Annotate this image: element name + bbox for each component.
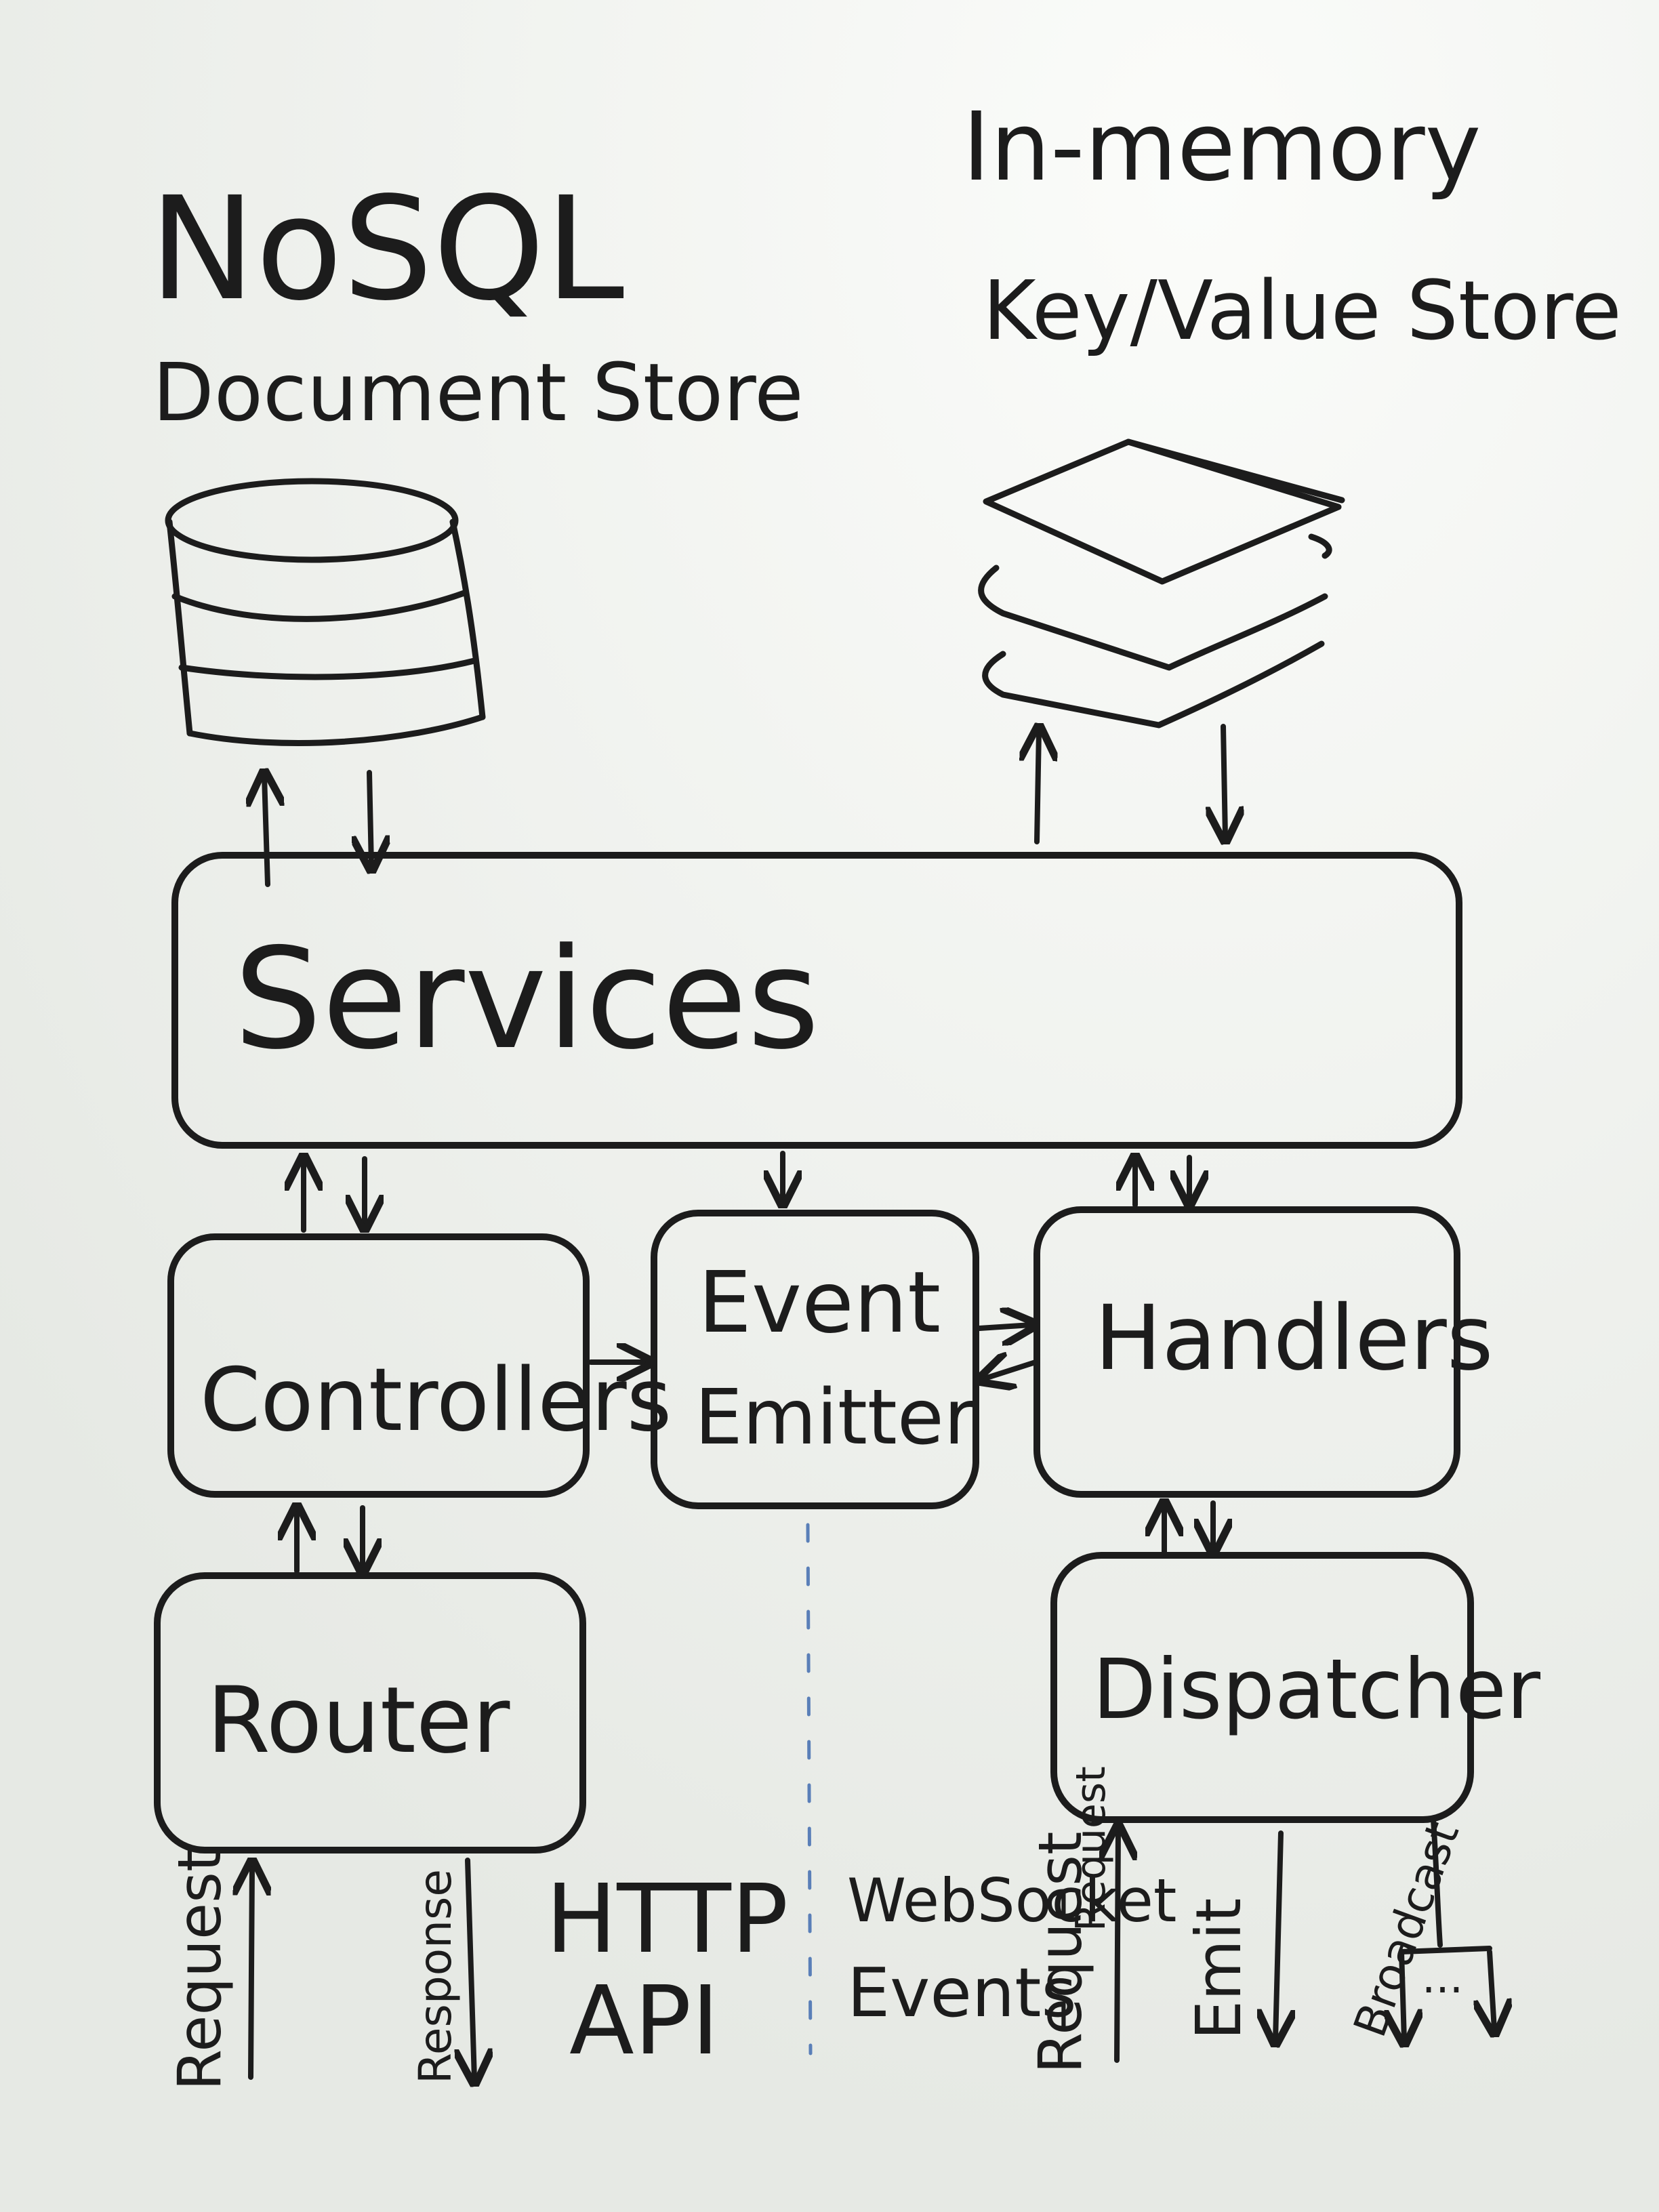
- controllers-label: Controllers: [200, 1350, 672, 1451]
- ws-request-upper-label: Request: [1067, 1766, 1115, 1931]
- emit-label: Emit: [1183, 1898, 1255, 2040]
- connector-arrows: [251, 726, 1494, 2079]
- broadcast-fork: [1399, 1817, 1492, 1954]
- document-store-label: Document Store: [152, 346, 804, 439]
- broadcast-ellipsis: ...: [1422, 1953, 1463, 2003]
- dispatcher-box: [1050, 1552, 1474, 1823]
- arrow-database-to-services: [369, 770, 371, 866]
- services-box: [171, 852, 1462, 1149]
- arrow-handlers-to-event-emitter: [983, 1362, 1038, 1379]
- websocket-events-label-line2: Events: [847, 1953, 1077, 2032]
- database-icon: [165, 478, 486, 746]
- arrow-services-to-database: [264, 776, 268, 887]
- http-api-label-line1: HTTP: [546, 1864, 788, 1975]
- key-value-store-label: Key/Value Store: [983, 264, 1622, 359]
- ws-request-lower-label: Request: [1025, 1832, 1095, 2074]
- websocket-events-label-line1: WebSocket: [847, 1866, 1176, 1936]
- arrow-dispatcher-emit: [1275, 1830, 1281, 2040]
- arrow-event-emitter-to-handlers: [977, 1325, 1031, 1328]
- http-websocket-divider: [806, 1523, 813, 2055]
- arrow-broadcast-right: [1490, 1949, 1494, 2030]
- arrow-router-to-response: [468, 1858, 474, 2079]
- in-memory-label: In-memory: [962, 92, 1481, 203]
- event-emitter-label-line2: Emitter: [695, 1374, 976, 1462]
- arrow-kv-store-to-services: [1223, 724, 1225, 837]
- handlers-box: [1033, 1206, 1460, 1498]
- arrow-services-to-kv-store: [1037, 731, 1039, 844]
- router-label: Router: [207, 1667, 510, 1774]
- arrow-broadcast-left: [1401, 1949, 1404, 2040]
- nosql-label: NoSQL: [149, 166, 624, 332]
- http-request-label: Request: [165, 1849, 234, 2091]
- handlers-label: Handlers: [1094, 1286, 1494, 1391]
- http-api-label-line2: API: [569, 1966, 719, 2076]
- controllers-box: [167, 1233, 590, 1498]
- arrow-request-to-router: [251, 1865, 252, 2080]
- http-response-label: Response: [409, 1869, 462, 2084]
- arrow-ws-request-to-dispatcher: [1117, 1830, 1118, 2063]
- event-emitter-label-line1: Event: [698, 1254, 941, 1352]
- stacked-layers-icon: [978, 438, 1345, 729]
- services-label: Services: [234, 919, 819, 1080]
- dispatcher-label: Dispatcher: [1092, 1641, 1541, 1738]
